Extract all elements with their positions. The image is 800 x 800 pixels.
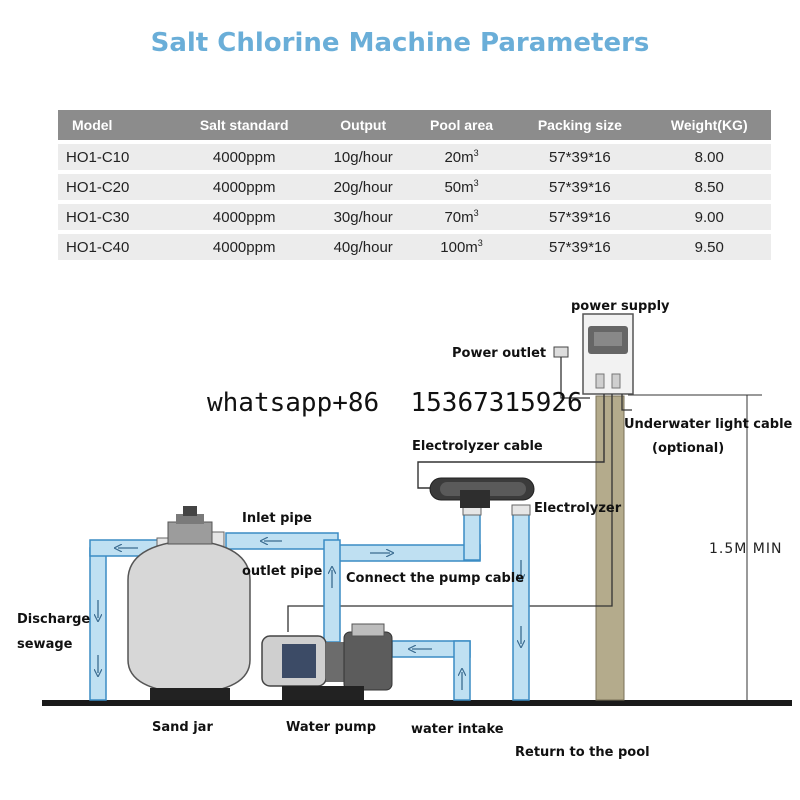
label-height: 1.5M MIN bbox=[709, 541, 782, 557]
cell-weight: 9.00 bbox=[647, 204, 771, 230]
label-underwater-light-cable: Underwater light cable bbox=[624, 417, 793, 432]
label-water-pump: Water pump bbox=[286, 720, 376, 735]
outlet-cable bbox=[560, 357, 590, 399]
electrolyzer-cell bbox=[429, 477, 535, 508]
cell-model: HO1-C30 bbox=[58, 204, 173, 230]
table-header-row: Model Salt standard Output Pool area Pac… bbox=[58, 110, 771, 140]
cell-salt: 4000ppm bbox=[172, 204, 316, 230]
cell-packing: 57*39*16 bbox=[512, 144, 648, 170]
label-power-supply: power supply bbox=[571, 299, 670, 314]
label-outlet-pipe: outlet pipe bbox=[242, 564, 322, 579]
wall-pillar bbox=[595, 395, 625, 701]
header-output: Output bbox=[315, 110, 411, 140]
unit-superscript: 3 bbox=[477, 238, 483, 248]
cell-output: 40g/hour bbox=[315, 234, 411, 260]
table-row: HO1-C10 4000ppm 10g/hour 20m3 57*39*16 8… bbox=[58, 144, 771, 170]
water-pump bbox=[261, 623, 393, 700]
cell-output: 10g/hour bbox=[315, 144, 411, 170]
cell-model: HO1-C10 bbox=[58, 144, 173, 170]
electrolyzer-cable bbox=[417, 394, 605, 489]
label-discharge: Discharge bbox=[17, 612, 90, 627]
table-row: HO1-C30 4000ppm 30g/hour 70m3 57*39*16 9… bbox=[58, 204, 771, 230]
ground-line bbox=[42, 700, 792, 706]
cell-output: 20g/hour bbox=[315, 174, 411, 200]
cell-packing: 57*39*16 bbox=[512, 204, 648, 230]
discharge-pipe bbox=[89, 547, 107, 701]
cell-salt: 4000ppm bbox=[172, 144, 316, 170]
pump-cable bbox=[287, 394, 613, 632]
underwater-light-cable bbox=[621, 394, 632, 411]
label-power-outlet: Power outlet bbox=[452, 346, 546, 361]
unit-superscript: 3 bbox=[473, 178, 479, 188]
cell-area: 20m3 bbox=[410, 144, 513, 170]
unit-superscript: 3 bbox=[473, 208, 479, 218]
page-title: Salt Chlorine Machine Parameters bbox=[150, 28, 650, 58]
cell-area: 50m3 bbox=[410, 174, 513, 200]
water-intake-riser bbox=[453, 640, 471, 701]
cell-model: HO1-C40 bbox=[58, 234, 173, 260]
label-electrolyzer-cable: Electrolyzer cable bbox=[412, 439, 543, 454]
label-optional: (optional) bbox=[652, 441, 724, 456]
cell-area: 100m3 bbox=[410, 234, 513, 260]
cell-output: 30g/hour bbox=[315, 204, 411, 230]
electrolyzer-riser bbox=[463, 507, 481, 561]
cell-salt: 4000ppm bbox=[172, 174, 316, 200]
table-row: HO1-C40 4000ppm 40g/hour 100m3 57*39*16 … bbox=[58, 234, 771, 260]
cell-weight: 8.50 bbox=[647, 174, 771, 200]
cell-packing: 57*39*16 bbox=[512, 234, 648, 260]
header-packing-size: Packing size bbox=[512, 110, 648, 140]
parameters-table: Model Salt standard Output Pool area Pac… bbox=[58, 106, 771, 264]
header-salt-standard: Salt standard bbox=[172, 110, 316, 140]
cell-area: 70m3 bbox=[410, 204, 513, 230]
cell-weight: 8.00 bbox=[647, 144, 771, 170]
cell-salt: 4000ppm bbox=[172, 234, 316, 260]
power-supply-unit bbox=[582, 313, 634, 395]
table-row: HO1-C20 4000ppm 20g/hour 50m3 57*39*16 8… bbox=[58, 174, 771, 200]
label-sand-jar: Sand jar bbox=[152, 720, 213, 735]
unit-superscript: 3 bbox=[473, 148, 479, 158]
header-model: Model bbox=[58, 110, 173, 140]
header-weight: Weight(KG) bbox=[647, 110, 771, 140]
label-water-intake: water intake bbox=[411, 722, 504, 737]
outlet-pipe-riser bbox=[323, 539, 341, 643]
cell-model: HO1-C20 bbox=[58, 174, 173, 200]
label-connect-pump-cable: Connect the pump cable bbox=[346, 571, 524, 586]
label-inlet-pipe: Inlet pipe bbox=[242, 511, 312, 526]
label-return-pool: Return to the pool bbox=[515, 745, 650, 760]
inlet-pipe-long bbox=[337, 544, 481, 562]
return-pipe bbox=[512, 507, 530, 701]
sand-filter-tank bbox=[127, 506, 251, 700]
cell-packing: 57*39*16 bbox=[512, 174, 648, 200]
label-sewage: sewage bbox=[17, 637, 73, 652]
watermark-text: whatsapp+86 15367315926 bbox=[207, 388, 583, 418]
header-pool-area: Pool area bbox=[410, 110, 513, 140]
label-electrolyzer: Electrolyzer bbox=[534, 501, 622, 516]
cell-weight: 9.50 bbox=[647, 234, 771, 260]
power-outlet-icon bbox=[553, 346, 569, 358]
